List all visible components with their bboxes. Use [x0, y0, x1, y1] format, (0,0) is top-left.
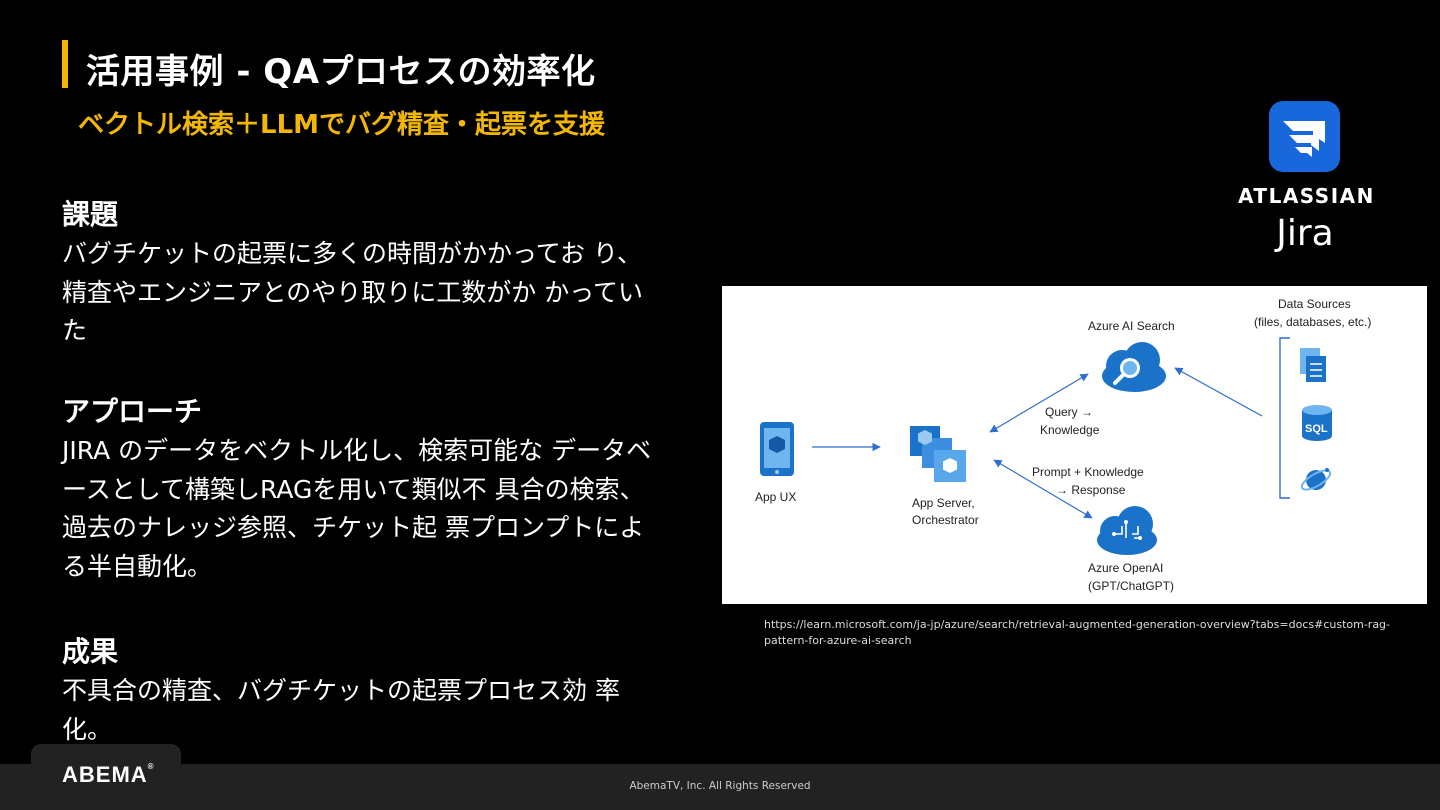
- section-heading: 成果: [62, 635, 119, 668]
- jira-logo-icon: [1269, 101, 1340, 172]
- app-server-label: App Server,: [912, 496, 975, 510]
- section-approach: アプローチ JIRA のデータをベクトル化し、検索可能な データベースとして構築…: [62, 392, 662, 586]
- section-body: 不具合の精査、バグチケットの起票プロセス効 率化。: [62, 676, 620, 744]
- arrow-server-search: [989, 373, 1089, 433]
- abema-logo: ABEMA®: [62, 762, 155, 788]
- azure-openai-cloud-icon: [1097, 506, 1157, 555]
- section-body: バグチケットの起票に多くの時間がかかってお り、精査やエンジニアとのやり取りに工…: [62, 239, 643, 345]
- azure-ai-search-label: Azure AI Search: [1088, 319, 1175, 333]
- prompt-label: Prompt + Knowledge: [1032, 465, 1144, 479]
- sql-label: SQL: [1305, 423, 1328, 435]
- azure-search-cloud-icon: [1102, 342, 1166, 392]
- gpt-label: (GPT/ChatGPT): [1088, 579, 1174, 593]
- section-heading: 課題: [62, 198, 119, 231]
- slide-subtitle: ベクトル検索＋LLMでバグ精査・起票を支援: [78, 110, 606, 140]
- document-icon: [1300, 348, 1326, 382]
- section-result: 成果 不具合の精査、バグチケットの起票プロセス効 率化。: [62, 632, 662, 749]
- source-url: https://learn.microsoft.com/ja-jp/azure/…: [764, 618, 1391, 647]
- slide-title: 活用事例 - QAプロセスの効率化: [86, 52, 596, 92]
- phone-icon: [760, 422, 794, 476]
- data-sources-sub-label: (files, databases, etc.): [1254, 315, 1371, 329]
- data-sources-label: Data Sources: [1278, 297, 1351, 311]
- footer-logo-tab: [31, 744, 181, 810]
- section-heading: アプローチ: [62, 395, 203, 428]
- jira-wordmark: Jira: [1276, 213, 1334, 254]
- title-accent-bar: [62, 40, 68, 88]
- query-label: Query →: [1045, 405, 1093, 419]
- sql-database-icon: SQL: [1302, 405, 1332, 441]
- response-label: → Response: [1056, 483, 1126, 497]
- orchestrator-label: Orchestrator: [912, 513, 979, 527]
- app-server-icon: [910, 426, 966, 482]
- footer-bar: [0, 764, 1440, 810]
- cosmos-db-icon: [1300, 468, 1332, 491]
- section-challenge: 課題 バグチケットの起票に多くの時間がかかってお り、精査やエンジニアとのやり取…: [62, 195, 662, 351]
- arrow-server-openai: [993, 459, 1093, 519]
- atlassian-wordmark: ATLASSIAN: [1238, 184, 1375, 208]
- rag-architecture-diagram: App UX App Server, Orchestrator Azure AI…: [722, 286, 1427, 604]
- copyright-text: AbemaTV, Inc. All Rights Reserved: [629, 780, 811, 792]
- knowledge-label: Knowledge: [1040, 423, 1100, 437]
- abema-logo-text: ABEMA: [62, 762, 148, 787]
- section-body: JIRA のデータをベクトル化し、検索可能な データベースとして構築しRAGを用…: [62, 436, 652, 581]
- app-ux-label: App UX: [755, 490, 796, 504]
- data-sources-bracket: [1279, 337, 1290, 499]
- registered-mark: ®: [147, 762, 155, 771]
- arrow-data-to-search: [1174, 367, 1263, 417]
- azure-openai-label: Azure OpenAI: [1088, 561, 1163, 575]
